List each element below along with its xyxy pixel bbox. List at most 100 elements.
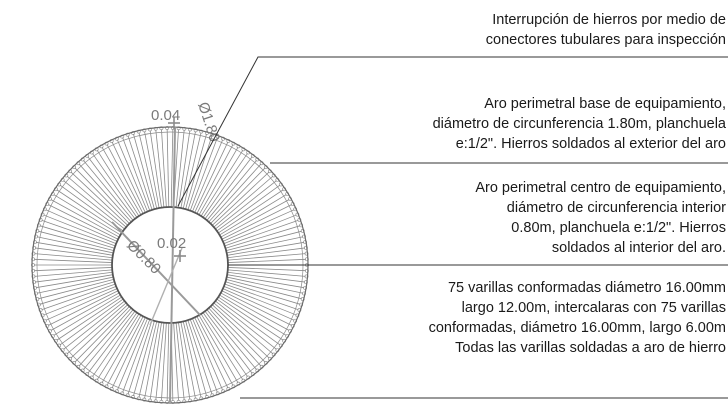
rebar-rod [34,269,113,277]
rebar-rod [149,130,162,208]
rebar-rod [34,253,113,261]
rebar-rod [173,322,179,401]
rebar-rod [226,236,304,254]
rebar-rod [34,267,113,272]
rebar-rod [218,189,284,234]
rebar-rod [155,322,165,401]
outer-diameter-label: Ø1.80 [194,100,223,144]
note-tubular-connectors: Interrupción de hierros por medio de con… [486,10,726,50]
rebar-rod [219,294,287,336]
rebar-rod [210,306,266,363]
rebar-rod [175,129,185,208]
rebar-rod [225,281,301,305]
rebar-rod [34,258,113,263]
rebar-rod [101,147,142,215]
rebar-rod [144,321,160,399]
rebar-rod [204,156,253,220]
rebar-rod [138,321,158,398]
rebar-rod [208,163,262,223]
rebar-rod [166,129,170,208]
rebar-rod [35,271,113,283]
inner-offset-label: 0.02 [157,235,186,252]
rebar-rod [70,171,128,226]
rebar-rod [36,276,114,294]
rebar-rod [189,319,218,393]
rebar-rod [227,241,305,256]
rebar-rod [215,300,277,350]
rebar-rod [116,139,148,212]
note-line: conectores tubulares para inspección [485,32,726,48]
rebar-rod [216,298,281,346]
leader-line-connectors [177,56,728,207]
rebar-rod [225,225,301,249]
rebar-rod [133,320,155,397]
rebar-rod [106,316,144,386]
rebar-rod [36,236,114,254]
rebar-rod [202,312,248,377]
rebar-rod [227,269,306,277]
rebar-rod [222,288,295,321]
rebar-rod [83,309,134,371]
rebar-rod [196,316,234,386]
rebar-rod [39,225,115,249]
rebar-rod [180,321,196,399]
rebar-rod [221,290,292,326]
rebar-rod [70,304,128,359]
note-line: largo 12.00m, intercalaras con 75 varill… [461,300,726,316]
rebar-rod [226,230,302,251]
rebar-rod [41,283,116,311]
rebar-rod [185,320,207,397]
rebar-rod [223,285,297,316]
rebar-rod [155,129,165,208]
rebar-rod [220,199,290,238]
rebar-rod [122,319,151,393]
rebar-rod [200,313,244,381]
note-line: diámetro de circunferencia interior [506,200,726,216]
note-line: Aro perimetral base de equipamiento, [484,96,726,112]
rebar-rod [50,292,120,331]
rebar-rod [182,132,202,209]
outer-center-marker [168,117,180,129]
rebar-rod [198,315,239,383]
rebar-rods [31,126,309,404]
rebar-rod [133,133,155,210]
rebar-rod [213,302,274,355]
rebar-rod [74,306,130,363]
rebar-rod [96,313,140,381]
rebar-rod [144,131,160,209]
rebar-rod [96,149,140,217]
rebar-rod [53,294,121,336]
rebar-rod [226,276,304,294]
outer-offset-label: 0.04 [151,107,180,124]
rebar-rod [74,167,130,224]
rebar-rod [206,159,257,221]
rebar-rod [35,247,113,259]
note-line: Interrupción de hierros por medio de [492,12,726,28]
rebar-rod [48,204,119,240]
rebar-rod [92,312,138,377]
rebar-rod [56,296,122,341]
rebar-rod [78,163,132,223]
note-line: 75 varillas conformadas diámetro 16.00mm [447,280,726,296]
rebar-rod [212,304,270,359]
rebar-rod [138,132,158,209]
rebar-rod [198,147,239,215]
rebar-rod [227,247,305,259]
rebar-rod [224,219,299,247]
rebar-rod [83,159,134,221]
rebar-rod [210,167,266,224]
rebar-rod [56,189,122,234]
rebar-rod [219,194,287,236]
rebar-rod [87,156,136,220]
inner-perimeter-ring [111,206,229,324]
note-outer-perimeter-ring: Aro perimetral base de equipamiento, diá… [433,94,726,154]
rebar-rod [226,279,302,300]
rebar-rod [194,141,229,213]
rebar-rod [66,302,127,355]
note-line: soldados al interior del aro. [551,240,726,256]
inner-center-marker [174,250,186,262]
rebar-rod [223,214,297,245]
rebar-rod [161,129,167,208]
rebar-rod [127,135,153,210]
